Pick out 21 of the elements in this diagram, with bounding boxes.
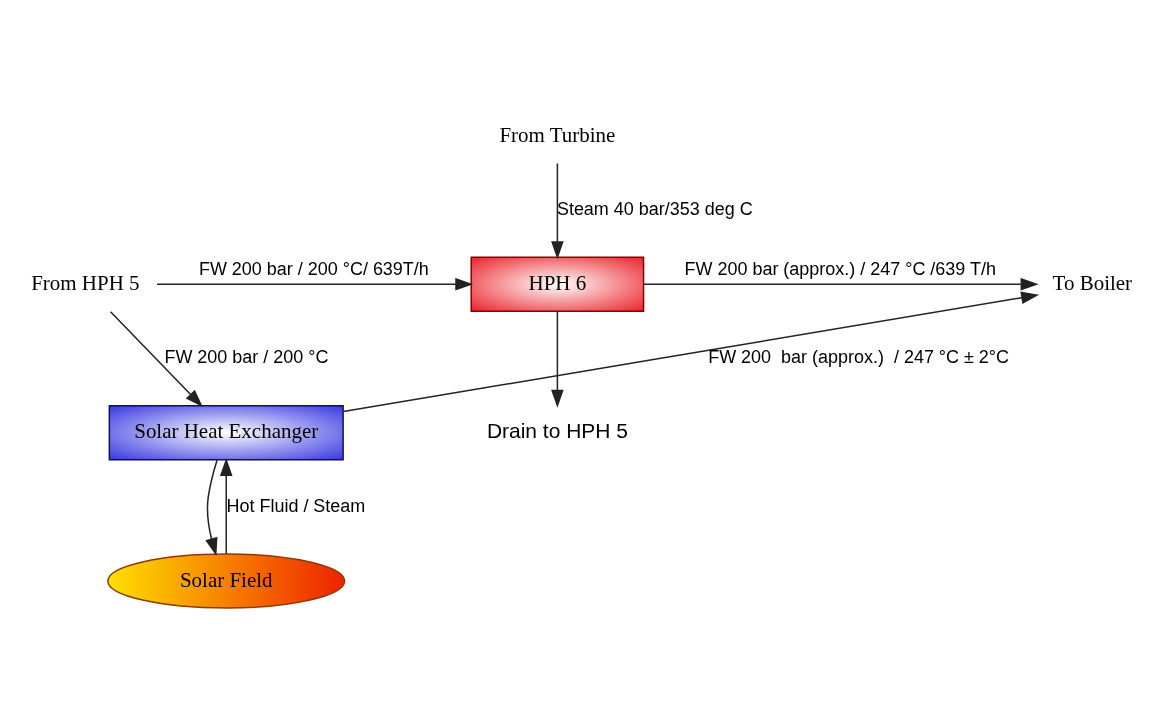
node-box: Solar Heat Exchanger: [108, 404, 344, 460]
node-ellipse: Solar Field: [107, 552, 346, 609]
edge-label: Steam 40 bar/353 deg C: [556, 198, 753, 219]
edge-label: FW 200 bar (approx.) / 247 °C /639 T/h: [684, 258, 996, 279]
arrow: [156, 277, 474, 291]
arrow: [109, 310, 203, 407]
node-text: To Boiler: [1052, 270, 1133, 295]
node-text: From HPH 5: [31, 270, 140, 295]
arrow: [342, 291, 1040, 412]
arrow: [205, 458, 218, 556]
arrow: [219, 457, 233, 554]
arrow: [551, 310, 564, 408]
arrow: [551, 162, 564, 259]
edge-label: FW 200 bar / 200 °C: [164, 346, 329, 367]
edge-label: FW 200 bar / 200 °C/ 639T/h: [198, 258, 429, 279]
arrow: [643, 277, 1039, 291]
node-box: HPH 6: [470, 256, 645, 312]
node-text: Drain to HPH 5: [486, 418, 628, 442]
edge-label: Hot Fluid / Steam: [226, 495, 366, 515]
node-text: From Turbine: [499, 122, 616, 147]
edge-label: FW 200 bar (approx.) / 247 °C ± 2°C: [708, 346, 1010, 367]
